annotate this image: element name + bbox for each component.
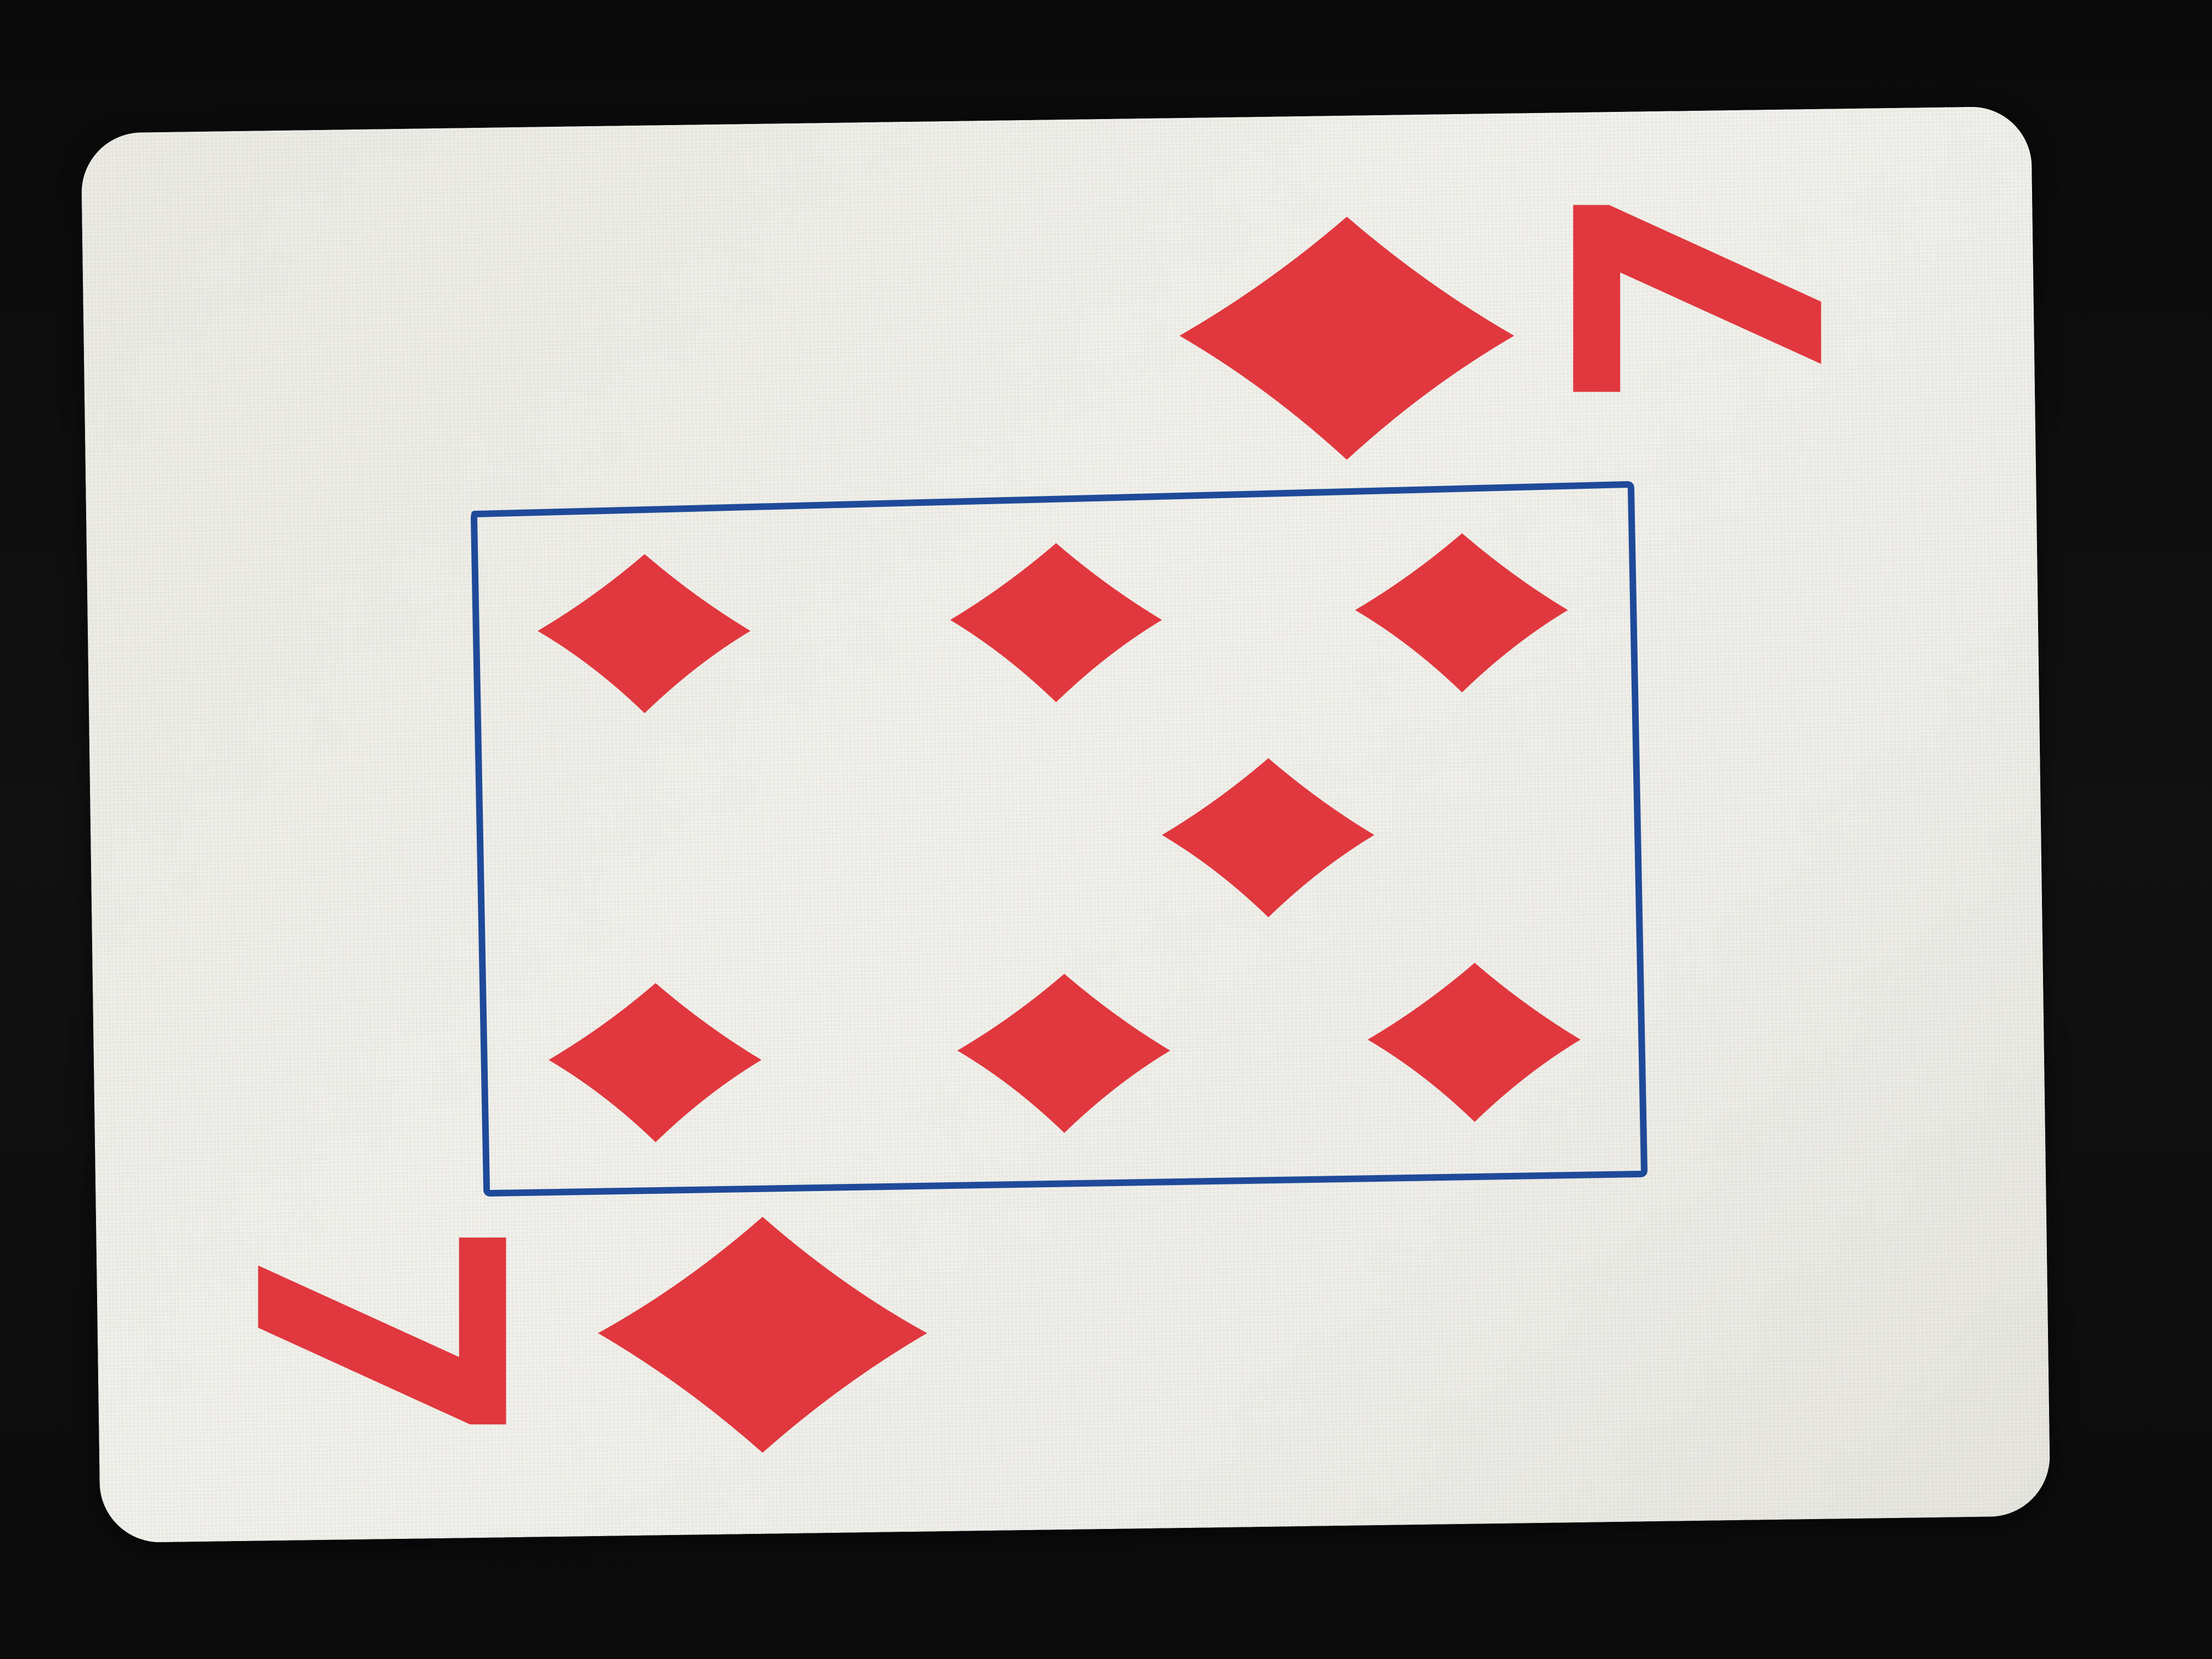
pip-group [538,533,1581,1142]
corner-rank-top: 7 [1506,178,1902,414]
diamond-icon [1180,217,1514,460]
diamond-icon [1162,758,1374,917]
diamond-icon [549,983,761,1142]
diamond-icon [1368,963,1581,1122]
diamond-icon [598,1217,927,1453]
diamond-icon [538,554,751,713]
rank-top-label: 7 [1506,178,1902,414]
diamond-icon [950,543,1162,702]
corner-rank-bottom: 7 [177,1215,573,1451]
diamond-icon [957,974,1170,1133]
diamond-icon [1355,533,1568,692]
center-frame [471,481,1647,1197]
rank-bottom-label: 7 [177,1215,573,1451]
